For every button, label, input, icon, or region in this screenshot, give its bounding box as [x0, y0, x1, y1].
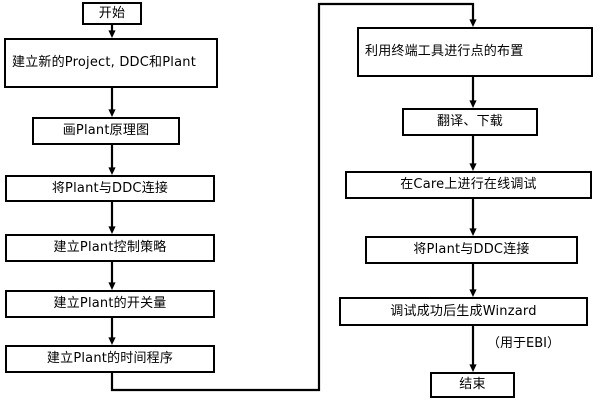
node-terminal-tool-label: 利用终端工具进行点的布置	[365, 44, 524, 60]
node-new-project-label: 建立新的Project, DDC和Plant	[12, 55, 196, 71]
annotation-ebi-note: （用于EBI）	[487, 336, 560, 351]
node-draw-plant[interactable]: 画Plant原理图	[32, 117, 180, 145]
node-end[interactable]: 结束	[430, 372, 515, 398]
node-start-label: 开始	[98, 5, 126, 21]
node-digital-points-label: 建立Plant的开关量	[53, 296, 167, 312]
node-gen-winzard[interactable]: 调试成功后生成Winzard	[339, 297, 588, 326]
node-control-policy[interactable]: 建立Plant控制策略	[5, 234, 215, 262]
node-compile-download-label: 翻译、下载	[436, 114, 503, 130]
node-draw-plant-label: 画Plant原理图	[62, 123, 150, 139]
node-gen-winzard-label: 调试成功后生成Winzard	[390, 303, 537, 319]
node-new-project[interactable]: 建立新的Project, DDC和Plant	[4, 38, 218, 88]
node-link-plant-ddc-label: 将Plant与DDC连接	[51, 180, 169, 196]
node-time-program-label: 建立Plant的时间程序	[46, 351, 174, 367]
node-link-plant-ddc[interactable]: 将Plant与DDC连接	[5, 175, 215, 202]
node-care-online-label: 在Care上进行在线调试	[400, 177, 537, 193]
node-time-program[interactable]: 建立Plant的时间程序	[5, 345, 215, 373]
node-terminal-tool[interactable]: 利用终端工具进行点的布置	[357, 27, 593, 77]
node-compile-download[interactable]: 翻译、下载	[402, 108, 538, 136]
node-control-policy-label: 建立Plant控制策略	[53, 240, 167, 256]
node-end-label: 结束	[459, 377, 486, 393]
node-link-plant-ddc-2-label: 将Plant与DDC连接	[413, 242, 530, 258]
node-care-online[interactable]: 在Care上进行在线调试	[345, 171, 592, 199]
node-digital-points[interactable]: 建立Plant的开关量	[5, 290, 215, 318]
connector-time-program-to-terminal-tool	[110, 2, 477, 392]
node-link-plant-ddc-2[interactable]: 将Plant与DDC连接	[365, 236, 578, 264]
node-start[interactable]: 开始	[82, 2, 142, 25]
